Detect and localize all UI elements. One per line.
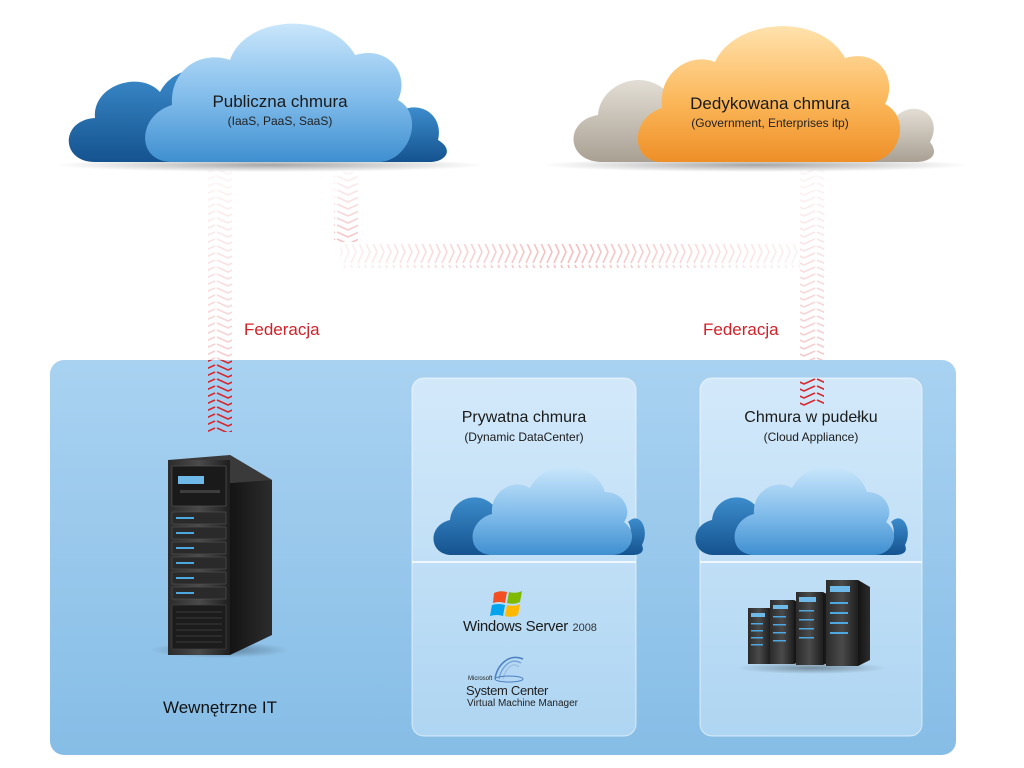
- internal-it-label: Wewnętrzne IT: [162, 698, 277, 717]
- public-cloud-icon: [68, 23, 447, 162]
- windows-logo-icon: [490, 591, 522, 617]
- private-cloud-panel: [411, 377, 637, 737]
- system-center-vendor: Microsoft: [468, 676, 493, 682]
- public-cloud-title: Publiczna chmura: [212, 92, 348, 111]
- federation-arrow-link: [334, 172, 358, 242]
- private-cloud-subtitle: (Dynamic DataCenter): [464, 430, 584, 444]
- federation-arrow-horizontal: [340, 244, 800, 268]
- system-center-product: Virtual Machine Manager: [467, 698, 578, 709]
- windows-server-version: 2008: [572, 622, 597, 634]
- cloud-appliance-title: Chmura w pudełku: [744, 409, 878, 426]
- federation-arrow-left-tip: [208, 360, 232, 432]
- cloud-appliance-subtitle: (Cloud Appliance): [763, 430, 859, 444]
- appliance-servers-icon: [737, 580, 887, 674]
- dedicated-cloud-subtitle: (Government, Enterprises itp): [691, 116, 849, 130]
- federation-arrow-right-tip: [800, 378, 824, 406]
- system-center-logo-icon: [494, 656, 524, 683]
- private-cloud-icon: [433, 466, 645, 555]
- dedicated-cloud-icon: [573, 26, 935, 162]
- dedicated-cloud-title: Dedykowana chmura: [690, 94, 850, 113]
- private-cloud-title: Prywatna chmura: [461, 409, 587, 426]
- system-center-name: System Center: [466, 683, 549, 698]
- windows-server-name: Windows Server: [463, 618, 568, 635]
- federation-label-right: Federacja: [703, 320, 779, 339]
- public-cloud-subtitle: (IaaS, PaaS, SaaS): [227, 114, 333, 128]
- federation-label-left: Federacja: [244, 320, 320, 339]
- server-rack-icon: [150, 455, 290, 658]
- windows-server-logo: Windows Server 2008: [463, 618, 597, 636]
- appliance-cloud-icon: [695, 466, 908, 555]
